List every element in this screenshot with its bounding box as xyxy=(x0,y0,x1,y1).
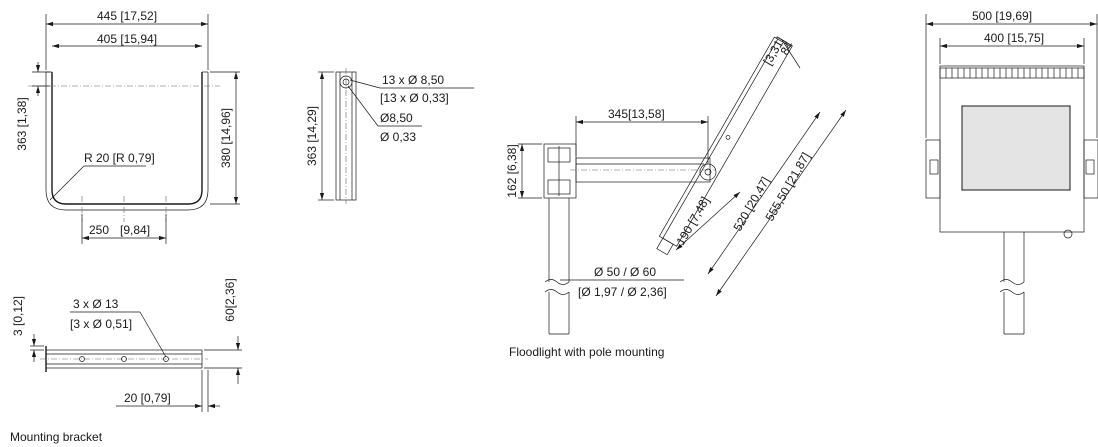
pole-break xyxy=(544,279,570,285)
side-bracket-knob-right xyxy=(1085,159,1095,175)
holes-leader xyxy=(139,311,167,358)
bracket-bottom-outline xyxy=(45,349,203,369)
housing-screw xyxy=(725,135,731,140)
dim-inner-width: 405 [15,94] xyxy=(97,32,157,46)
floodlight-lens xyxy=(961,105,1071,191)
floodlight-body xyxy=(656,36,793,256)
dim-radius: R 20 [R 0,79] xyxy=(84,151,155,165)
bracket-u-outline-outer xyxy=(51,72,203,205)
caption-floodlight-pole: Floodlight with pole mounting xyxy=(509,345,665,359)
side-bracket-knob-left xyxy=(929,159,939,175)
dim-arm-length: 345[13,58] xyxy=(608,107,665,121)
dim-front-overall-width: 500 [19,69] xyxy=(972,9,1032,23)
pole-break xyxy=(544,289,570,295)
label-bottom-holes-mm: 3 x Ø 13 xyxy=(73,297,119,311)
bracket-bottom-view: 3 [0,12] 3 x Ø 13 [3 x Ø 0,51] 60[2,36] … xyxy=(11,278,242,412)
bracket-side-view: 363 [14,29] 13 x Ø 8,50 [13 x Ø 0,33] Ø8… xyxy=(305,68,474,204)
dim-depth: 60[2,36] xyxy=(223,278,237,321)
offset-leader xyxy=(781,39,801,69)
label-holes-mm: 13 x Ø 8,50 xyxy=(382,73,444,87)
cable-gland-front xyxy=(1063,229,1073,239)
dim-overall-height: 380 [14,96] xyxy=(219,108,233,168)
dim-side-view-height: 363 [14,29] xyxy=(305,106,319,166)
dim-pole-inch: [Ø 1,97 / Ø 2,36] xyxy=(578,285,667,299)
pole-clamp xyxy=(543,143,577,199)
dim-side-height: 363 [1,38] xyxy=(15,97,29,150)
side-bracket-left xyxy=(925,139,941,199)
pivot-bolt xyxy=(704,168,712,176)
dim-thickness: 3 [0,12] xyxy=(11,296,25,336)
bracket-bottom-hole xyxy=(121,356,127,362)
caption-mounting-bracket: Mounting bracket xyxy=(10,430,103,444)
label-holes-inch: [13 x Ø 0,33] xyxy=(380,91,449,105)
label-bottom-holes-inch: [3 x Ø 0,51] xyxy=(70,317,132,331)
dim-555: 555,50 [21,87] xyxy=(762,150,812,223)
dim-hole-spacing: 250 xyxy=(89,223,109,237)
cable-gland xyxy=(656,237,674,256)
label-hole-inch: Ø 0,33 xyxy=(380,130,416,144)
dim-mount-height: 162 [6,38] xyxy=(505,144,519,197)
bracket-side-hole-inner xyxy=(342,78,350,86)
label-hole-mm: Ø8,50 xyxy=(380,111,413,125)
dim-offset: 84 xyxy=(777,39,796,58)
floodlight-pole-view: 345[13,58] 162 [6,38] 84 [3,31] 190 [7,4… xyxy=(505,34,847,335)
dim-pole-mm: Ø 50 / Ø 60 xyxy=(594,265,656,279)
floodlight-front-view: 500 [19,69] 400 [15,75] xyxy=(925,9,1098,335)
dim-hole-spacing-inch: [9,84] xyxy=(120,223,150,237)
bracket-front-view: 445 [17,52] 405 [15,94] 363 [1,38] 380 [… xyxy=(15,9,240,244)
dim-overall-width: 445 [17,52] xyxy=(97,9,157,23)
dimension-line-555 xyxy=(715,109,847,297)
pivot-joint xyxy=(699,163,717,181)
bracket-u-outline-inner xyxy=(45,72,209,211)
holes-leader xyxy=(349,79,381,89)
housing-edge xyxy=(662,38,779,239)
pole-break xyxy=(999,289,1025,295)
bracket-side-hole-outer xyxy=(339,75,353,89)
pole-break xyxy=(999,279,1025,285)
dim-front-inner-width: 400 [15,75] xyxy=(984,31,1044,45)
hole-leader xyxy=(347,85,379,127)
dim-edge-offset: 20 [0,79] xyxy=(124,391,171,405)
bracket-bottom-hole xyxy=(79,356,85,362)
cooling-fins xyxy=(945,68,1079,78)
side-bracket-right xyxy=(1083,139,1098,199)
dim-520: 520 [20,47] xyxy=(730,174,772,233)
radius-leader xyxy=(49,165,85,201)
